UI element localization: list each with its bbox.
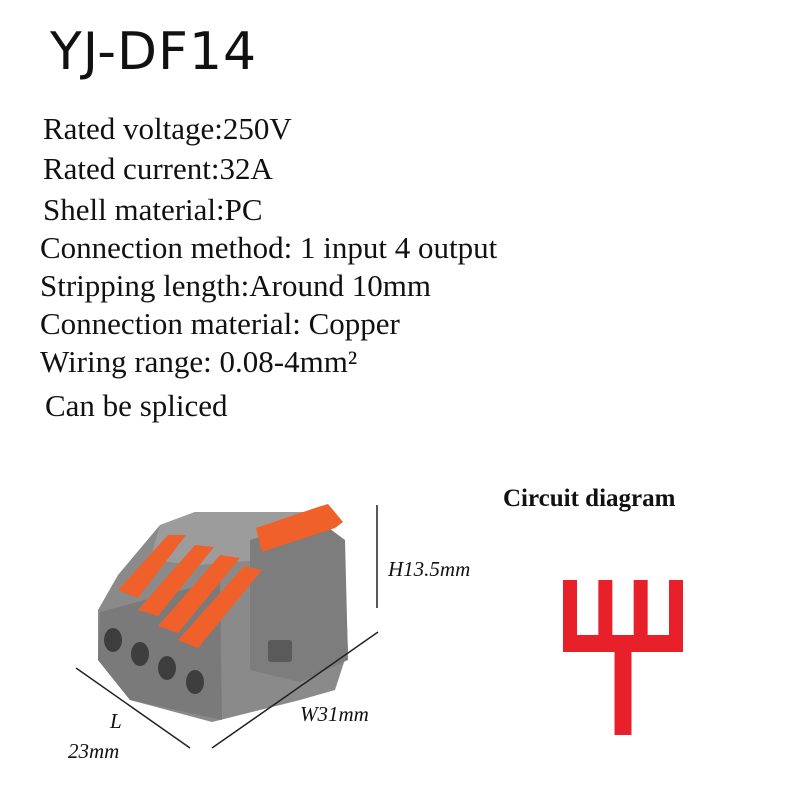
spec-stripping-length: Stripping length:Around 10mm	[40, 268, 431, 303]
height-label: H13.5mm	[388, 557, 471, 581]
length-letter-label: L	[110, 709, 122, 733]
wire-hole-4	[186, 670, 204, 694]
wire-hole-3	[158, 656, 176, 680]
spec-wiring-range: Wiring range: 0.08-4mm²	[40, 344, 358, 379]
lever-input	[256, 504, 343, 552]
wire-hole-1	[104, 628, 122, 652]
lever-3	[158, 555, 240, 633]
spec-shell-material: Shell material:PC	[43, 192, 263, 227]
output-prong	[598, 580, 613, 652]
spec-rated-current: Rated current:32A	[43, 151, 273, 186]
product-title: YJ-DF14	[50, 22, 258, 82]
length-dimension-line	[75, 667, 191, 749]
length-value-label: 23mm	[68, 739, 120, 763]
spec-rated-voltage: Rated voltage:250V	[43, 111, 292, 146]
output-prong	[669, 580, 683, 652]
lever-2	[138, 545, 214, 616]
side-port	[268, 640, 292, 662]
output-prong	[633, 580, 648, 652]
connector-illustration	[75, 504, 379, 749]
input-stem	[614, 635, 632, 735]
width-label: W31mm	[300, 702, 369, 726]
output-prong	[563, 580, 577, 652]
wire-hole-2	[131, 642, 149, 666]
lever-4	[178, 566, 262, 648]
circuit-diagram-title: Circuit diagram	[503, 485, 676, 512]
lever-1	[118, 535, 186, 598]
spec-connection-material: Connection material: Copper	[40, 306, 400, 341]
width-dimension-line	[211, 631, 379, 749]
spec-splice: Can be spliced	[45, 388, 228, 423]
spec-connection-method: Connection method: 1 input 4 output	[40, 230, 498, 265]
